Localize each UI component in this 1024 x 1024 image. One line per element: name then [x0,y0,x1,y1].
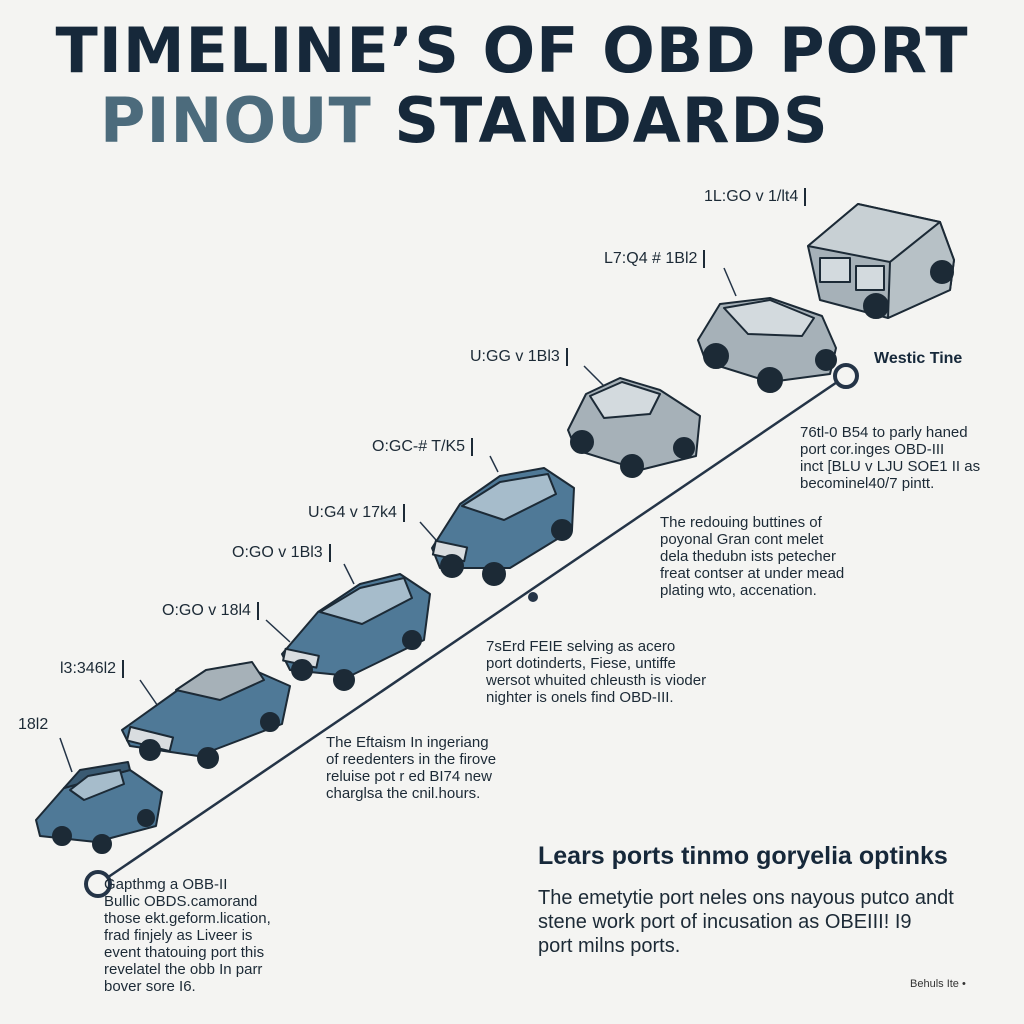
vehicle-4-suv-icon [431,467,575,586]
vehicle-3-wagon-icon [281,573,431,691]
paragraph-left-mid: The Eftaism In ingeriang of reedenters i… [326,734,497,802]
timeline-line [97,374,847,886]
vehicle-5-grey-sedan-icon [567,377,701,478]
title-word-pinout: PINOUT [100,84,372,157]
footer-text: Behuls Ite • [910,978,966,990]
paragraph-mid-right: The redouing buttines of poyonal Gran co… [660,514,845,599]
paragraph-right-top: 76tl-0 B54 to parly haned port cor.inges… [800,424,981,492]
title-line-1: TIMELINE’S OF OBD PORT [55,14,969,87]
vehicle-7-van-icon [807,203,955,319]
lears-heading: Lears ports tinmo goryelia optinks [538,842,948,870]
paragraph-mid: 7sErd FEIE selving as acero port dotinde… [486,638,707,706]
timeline-label-7: U:GG v 1Bl3 [470,348,568,366]
timeline-label-4: O:GO v 1Bl3 [232,544,331,562]
legend-label: Westic Tine [874,350,963,367]
timeline-label-2: l3:346l2 [60,660,125,678]
vehicle-2-sedan-icon [121,661,291,769]
title-word-standards: STANDARDS [371,84,829,157]
vehicle-6-grey-suv-icon [697,297,837,393]
timeline-mid-node [528,592,538,602]
timeline-start-node [84,870,112,898]
vehicle-1-hatchback-icon [35,761,163,854]
timeline-label-9: 1L:GO v 1/lt4 [704,188,807,206]
timeline-label-1: 18l2 [18,716,49,733]
title-line-2: PINOUT STANDARDS [100,90,829,152]
timeline-label-5: U:G4 v 17k4 [308,504,405,522]
timeline-label-8: L7:Q4 # 1Bl2 [604,250,706,268]
label-pointers [59,267,737,773]
timeline-label-6: O:GC-# T/K5 [372,438,474,456]
timeline-end-node [833,363,859,389]
paragraph-bottom-left: Gapthmg a OBB-II Bullic OBDS.camorand th… [104,876,271,995]
timeline-label-3: O:GO v 18l4 [162,602,259,620]
lears-text: The emetytie port neles ons nayous putco… [538,887,954,957]
